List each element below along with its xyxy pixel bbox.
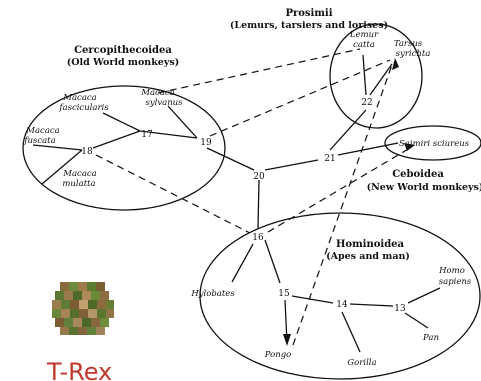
node-16: 16	[252, 233, 264, 243]
prosimii-title: Prosimii	[285, 8, 332, 19]
branch-15-14	[291, 295, 334, 304]
dashed-sylvanus-lemur	[157, 48, 361, 94]
ceboidea-title: Ceboidea	[392, 169, 444, 180]
arrow-pongo	[283, 334, 291, 346]
hominoidea-ellipse	[199, 212, 481, 380]
branch-19-sylvanus	[167, 105, 198, 139]
cercopithecoidea-ellipse	[22, 85, 226, 211]
dashed-pongo-tarsus	[292, 61, 394, 346]
node-17: 17	[141, 130, 153, 140]
node-20: 20	[253, 172, 265, 182]
arrow-saimiri	[404, 143, 415, 151]
node-13: 13	[394, 304, 406, 314]
hylobates-label: Hylobates	[190, 289, 235, 299]
hominoidea-subtitle: (Apes and man)	[326, 251, 410, 262]
arrowheads	[283, 58, 415, 346]
ceboidea-subtitle: (New World monkeys)	[367, 182, 481, 193]
homo-label-line2: sapiens	[439, 277, 472, 287]
gorilla-label: Gorilla	[347, 358, 376, 368]
pongo-label: Pongo	[264, 350, 292, 360]
node-14: 14	[336, 300, 348, 310]
dashed-19-tarsus	[209, 59, 391, 137]
cercopithecoidea-title: Cercopithecoidea	[74, 45, 172, 56]
branch-16-15	[264, 239, 281, 284]
homo-label-line1: Homo	[438, 266, 465, 276]
solid-branches	[32, 54, 441, 353]
branch-13-pan	[404, 312, 429, 329]
branch-17-fascicularis	[102, 112, 141, 132]
mulatta-label-line1: Macaca	[62, 169, 96, 179]
branch-14-gorilla	[341, 311, 361, 353]
arrow-tarsus	[392, 58, 399, 70]
fuscata-label-line2: fuscata	[23, 136, 55, 146]
lemur-label-line1: Lemur	[349, 30, 379, 40]
branch-21-22	[329, 109, 367, 151]
prosimii-ellipse	[329, 23, 423, 129]
branch-20-16	[257, 179, 260, 229]
dashed-links	[95, 48, 411, 346]
t-rex-caption: T-Rex	[46, 358, 112, 381]
sylvanus-label-line2: sylvanus	[145, 98, 183, 108]
cercopithecoidea-subtitle: (Old World monkeys)	[67, 57, 179, 68]
node-21: 21	[324, 154, 335, 164]
dashed-18-16	[95, 154, 251, 234]
pan-label: Pan	[422, 333, 439, 343]
hominoidea-title: Hominoidea	[336, 239, 405, 250]
branch-16-hylobates	[231, 243, 254, 283]
tarsus-label-line1: Tarsus	[394, 39, 423, 49]
branch-20-21	[264, 159, 319, 171]
node-22: 22	[361, 98, 372, 108]
branch-18-mulatta	[41, 149, 83, 185]
dashed-16-saimiri	[267, 147, 411, 233]
branch-17-19	[139, 130, 198, 139]
branch-14-13	[349, 303, 394, 307]
lemur-label-line2: catta	[353, 40, 375, 50]
branch-22-tarsus	[369, 63, 393, 96]
node-19: 19	[200, 138, 212, 148]
prosimii-subtitle: (Lemurs, tarsiers and lorises)	[230, 20, 388, 31]
t-rex-mosaic-icon	[52, 282, 114, 335]
branch-21-saimiri	[337, 142, 399, 156]
fascicularis-label-line2: fascicularis	[58, 103, 109, 113]
saimiri-label: Saimiri sciureus	[399, 139, 470, 149]
branch-19-20	[206, 147, 255, 171]
branch-22-lemur	[362, 54, 367, 96]
tarsus-label-line2: syrichta	[396, 49, 431, 59]
mulatta-label-line2: mulatta	[62, 179, 95, 189]
ceboidea-ellipse	[384, 125, 481, 161]
branch-17-18	[92, 130, 141, 149]
fascicularis-label-line1: Macaca	[62, 93, 96, 103]
branch-13-homo	[407, 287, 441, 304]
fuscata-label-line1: Macaca	[25, 126, 59, 136]
node-18: 18	[81, 147, 93, 157]
branch-18-fuscata	[32, 144, 83, 151]
sylvanus-label-line1: Macaca	[140, 88, 174, 98]
node-15: 15	[278, 289, 290, 299]
